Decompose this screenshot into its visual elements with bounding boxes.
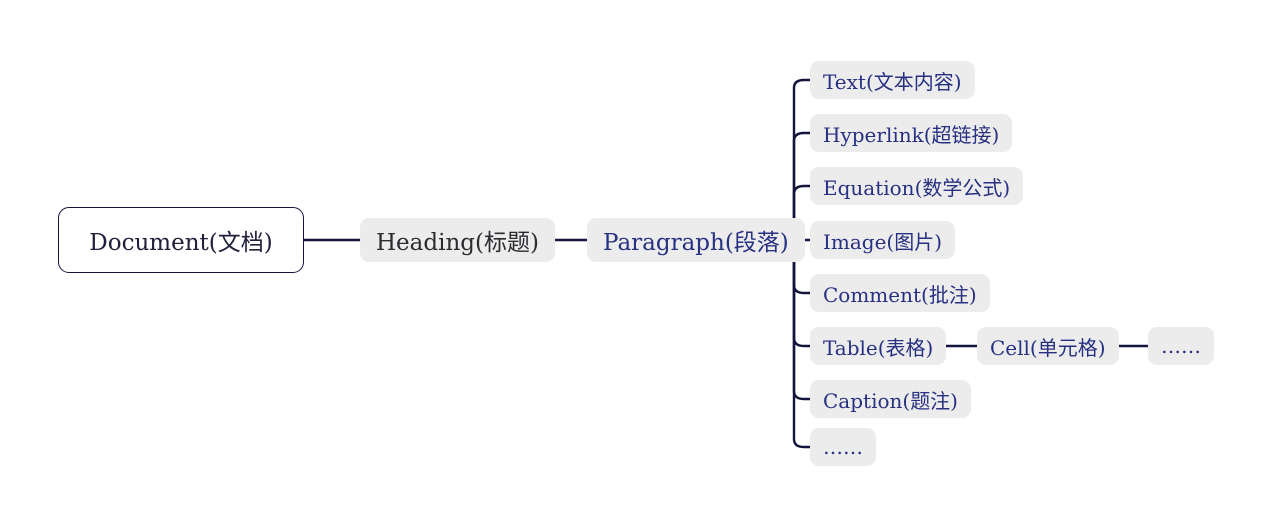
connector-branch-caption <box>792 238 817 401</box>
node-paragraph-ellipsis-label: …… <box>823 435 863 459</box>
node-image-label: Image(图片) <box>823 229 943 254</box>
node-paragraph-label: Paragraph(段落) <box>603 230 789 256</box>
connector-branch-text <box>792 78 817 242</box>
node-heading[interactable]: Heading(标题) <box>360 218 555 262</box>
node-text-label: Text(文本内容) <box>823 69 962 94</box>
node-image[interactable]: Image(图片) <box>810 221 956 259</box>
node-comment[interactable]: Comment(批注) <box>810 274 990 312</box>
node-heading-label: Heading(标题) <box>376 230 539 256</box>
node-document-label: Document(文档) <box>89 230 273 256</box>
connector-branch-hyperlink <box>792 131 817 242</box>
node-paragraph[interactable]: Paragraph(段落) <box>587 218 805 262</box>
connector-branch-ellipsis <box>792 238 817 449</box>
node-equation[interactable]: Equation(数学公式) <box>810 167 1024 205</box>
node-caption-label: Caption(题注) <box>823 388 958 413</box>
node-cell-label: Cell(单元格) <box>990 335 1106 360</box>
node-cell-ellipsis-label: …… <box>1161 334 1201 358</box>
node-caption[interactable]: Caption(题注) <box>810 380 971 418</box>
connector-branch-equation <box>792 184 817 242</box>
node-table[interactable]: Table(表格) <box>810 327 947 365</box>
node-paragraph-ellipsis[interactable]: …… <box>810 428 876 466</box>
node-equation-label: Equation(数学公式) <box>823 175 1011 200</box>
node-comment-label: Comment(批注) <box>823 282 977 307</box>
node-cell-ellipsis[interactable]: …… <box>1148 327 1214 365</box>
node-table-label: Table(表格) <box>823 335 934 360</box>
node-text[interactable]: Text(文本内容) <box>810 61 975 99</box>
node-hyperlink-label: Hyperlink(超链接) <box>823 122 1000 147</box>
node-hyperlink[interactable]: Hyperlink(超链接) <box>810 114 1013 152</box>
node-cell[interactable]: Cell(单元格) <box>977 327 1119 365</box>
node-document[interactable]: Document(文档) <box>58 207 304 273</box>
